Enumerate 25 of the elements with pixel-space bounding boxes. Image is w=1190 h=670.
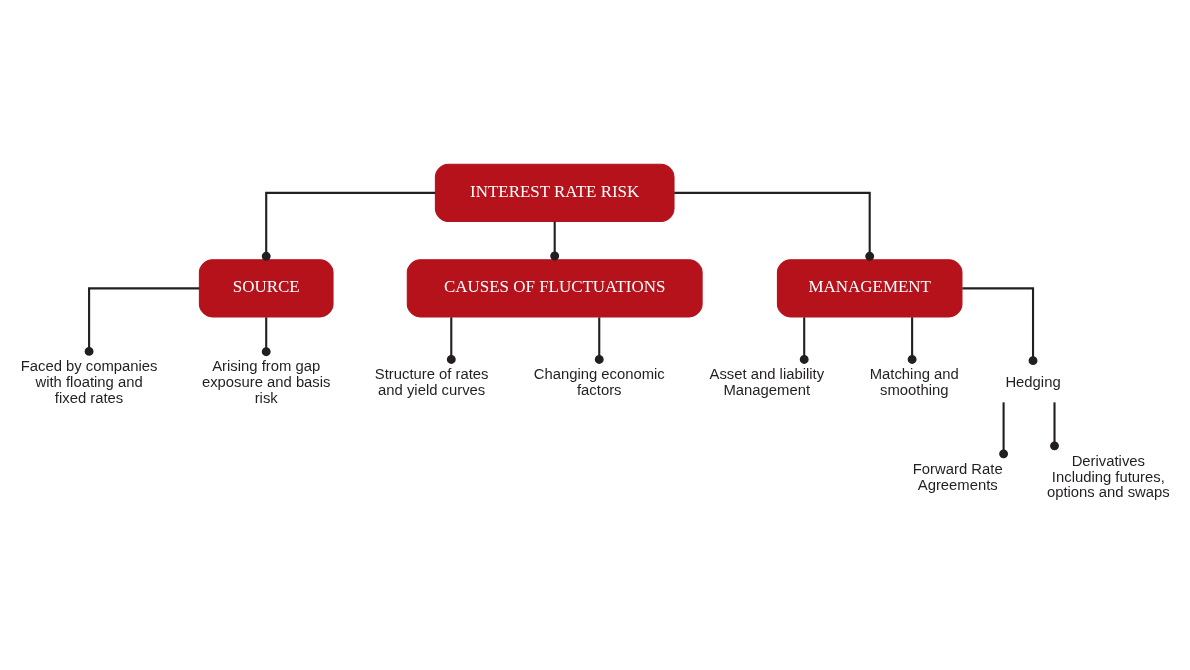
node-text: Hedging xyxy=(1005,374,1061,391)
node-text: Structure of rates and yield curves xyxy=(374,366,489,399)
connector xyxy=(594,317,604,364)
connector xyxy=(261,317,271,357)
node-text: Arising from gap exposure and basis risk xyxy=(201,358,331,407)
node-text: Matching and smoothing xyxy=(869,366,959,399)
node-text: Faced by companies with floating and fixed rates xyxy=(20,358,158,407)
node-text: Forward Rate Agreements xyxy=(912,460,1003,493)
node-text: Asset and liability Management xyxy=(709,366,825,399)
connector xyxy=(674,191,875,261)
connector xyxy=(261,191,436,261)
node-text: Changing economic factors xyxy=(533,366,665,399)
connector xyxy=(962,287,1038,366)
node-box: CAUSES OF FLUCTUATIONS xyxy=(406,259,703,318)
connector xyxy=(799,317,809,364)
node-box: SOURCE xyxy=(198,259,334,318)
node-text: Derivatives Including futures, options and swaps xyxy=(1046,452,1170,501)
connector xyxy=(446,317,456,364)
connector xyxy=(84,287,200,356)
connector xyxy=(1050,402,1059,451)
connector xyxy=(999,402,1009,459)
node-box: INTEREST RATE RISK xyxy=(434,163,675,223)
connector xyxy=(907,317,917,364)
node-box: MANAGEMENT xyxy=(776,259,963,318)
connector xyxy=(550,221,560,261)
